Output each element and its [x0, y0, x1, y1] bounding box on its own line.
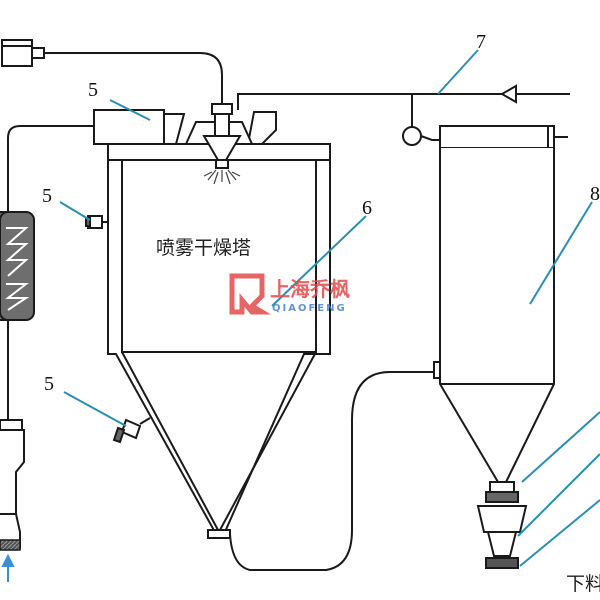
- cyclone-separator: [439, 125, 568, 483]
- rotary-valve-icon: [476, 481, 528, 569]
- check-valve-icon: [499, 84, 517, 104]
- spray-pattern-icon: [203, 169, 241, 185]
- air-heater: [0, 125, 94, 549]
- sight-port-upper-icon: [85, 215, 108, 229]
- gauge-connection: [420, 135, 440, 141]
- gauge-icon: [402, 126, 422, 146]
- feed-pipe: [44, 52, 223, 104]
- heater-coil-icon: [5, 227, 30, 311]
- transfer-duct: [229, 371, 436, 571]
- callout-8: 8: [590, 183, 600, 205]
- callout-5-top: 5: [88, 79, 98, 101]
- air-distributor: [93, 109, 277, 145]
- atomizer-icon: [202, 103, 242, 169]
- callout-7: 7: [476, 31, 486, 53]
- callout-6: 6: [362, 197, 372, 219]
- leader-lines: [59, 49, 600, 567]
- pump-icon: [1, 39, 45, 67]
- discharge-label: 下料: [566, 573, 600, 595]
- air-inlet-arrow-icon: [1, 553, 15, 582]
- watermark-pinyin: QIAOFENG: [272, 303, 347, 314]
- watermark-logo: 上海乔枫 QIAOFENG: [229, 273, 350, 315]
- callout-5-mid: 5: [42, 185, 52, 207]
- spray-tower: [107, 143, 331, 539]
- filter-screen: [0, 539, 21, 551]
- sight-port-lower-icon: [112, 417, 151, 444]
- tower-label: 喷雾干燥塔: [156, 237, 251, 259]
- watermark-name: 上海乔枫: [270, 277, 350, 301]
- air-inlet-pipe: [237, 93, 570, 110]
- callout-5-bottom: 5: [44, 373, 54, 395]
